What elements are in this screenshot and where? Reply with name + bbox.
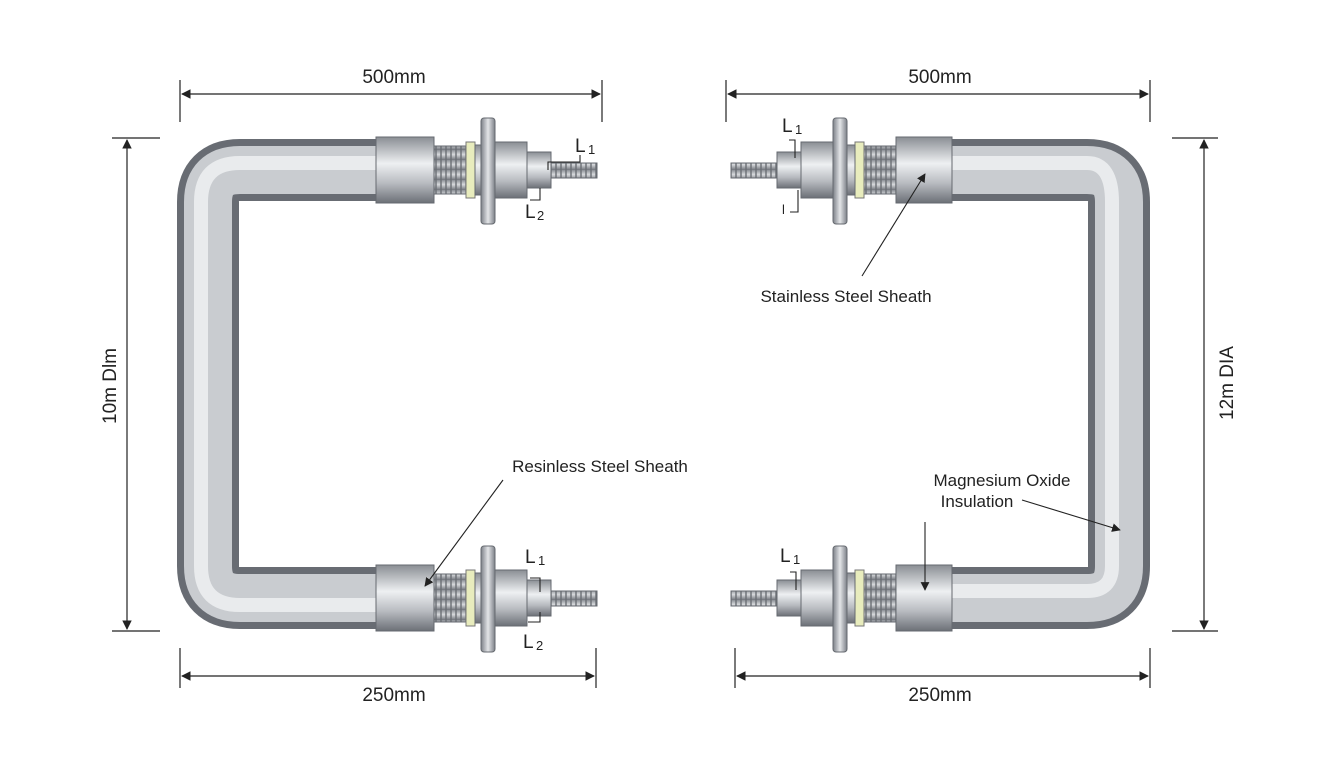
dim-left-side: 10m Dlm [100, 348, 121, 424]
dim-right-side: 12m DIA [1217, 346, 1238, 420]
right-element [730, 117, 1150, 653]
svg-text:1: 1 [795, 122, 802, 137]
left-tube [177, 139, 380, 629]
svg-text:2: 2 [536, 638, 543, 653]
svg-text:2: 2 [537, 208, 544, 223]
tag-left-top-l2: L 2 [525, 202, 544, 223]
dim-left-top: 500mm [362, 67, 425, 88]
svg-text:L: L [780, 546, 791, 567]
left-bottom-terminal [375, 545, 598, 653]
left-top-terminal [375, 117, 598, 225]
right-tube [950, 139, 1150, 629]
svg-text:L: L [525, 202, 536, 223]
tag-right-bottom-l1: L 1 [780, 546, 800, 567]
dim-right-top: 500mm [908, 67, 971, 88]
right-bottom-terminal [730, 545, 953, 653]
svg-text:1: 1 [793, 552, 800, 567]
dimension-lines [112, 80, 1218, 688]
tag-left-top-l1: L 1 [575, 136, 595, 157]
tag-left-bottom-l2: L 2 [523, 632, 543, 653]
svg-text:1: 1 [588, 142, 595, 157]
svg-text:L: L [782, 116, 793, 137]
left-element [177, 117, 598, 653]
svg-text:L: L [523, 632, 534, 653]
tag-right-top-small: l [782, 202, 785, 217]
svg-text:1: 1 [538, 553, 545, 568]
svg-text:l: l [782, 202, 785, 217]
callout-resinless: Resinless Steel Sheath [512, 457, 688, 476]
right-top-terminal [730, 117, 953, 225]
dim-left-bottom: 250mm [362, 685, 425, 706]
leader-lines [424, 139, 1121, 623]
callout-stainless: Stainless Steel Sheath [760, 287, 931, 306]
callout-magnesium-line2: Insulation [941, 492, 1014, 511]
dim-right-bottom: 250mm [908, 685, 971, 706]
callout-magnesium-line1: Magnesium Oxide [933, 471, 1070, 490]
svg-text:L: L [525, 547, 536, 568]
tag-right-top-l1: L 1 [782, 116, 802, 137]
svg-text:L: L [575, 136, 586, 157]
tag-left-bottom-l1: L 1 [525, 547, 545, 568]
